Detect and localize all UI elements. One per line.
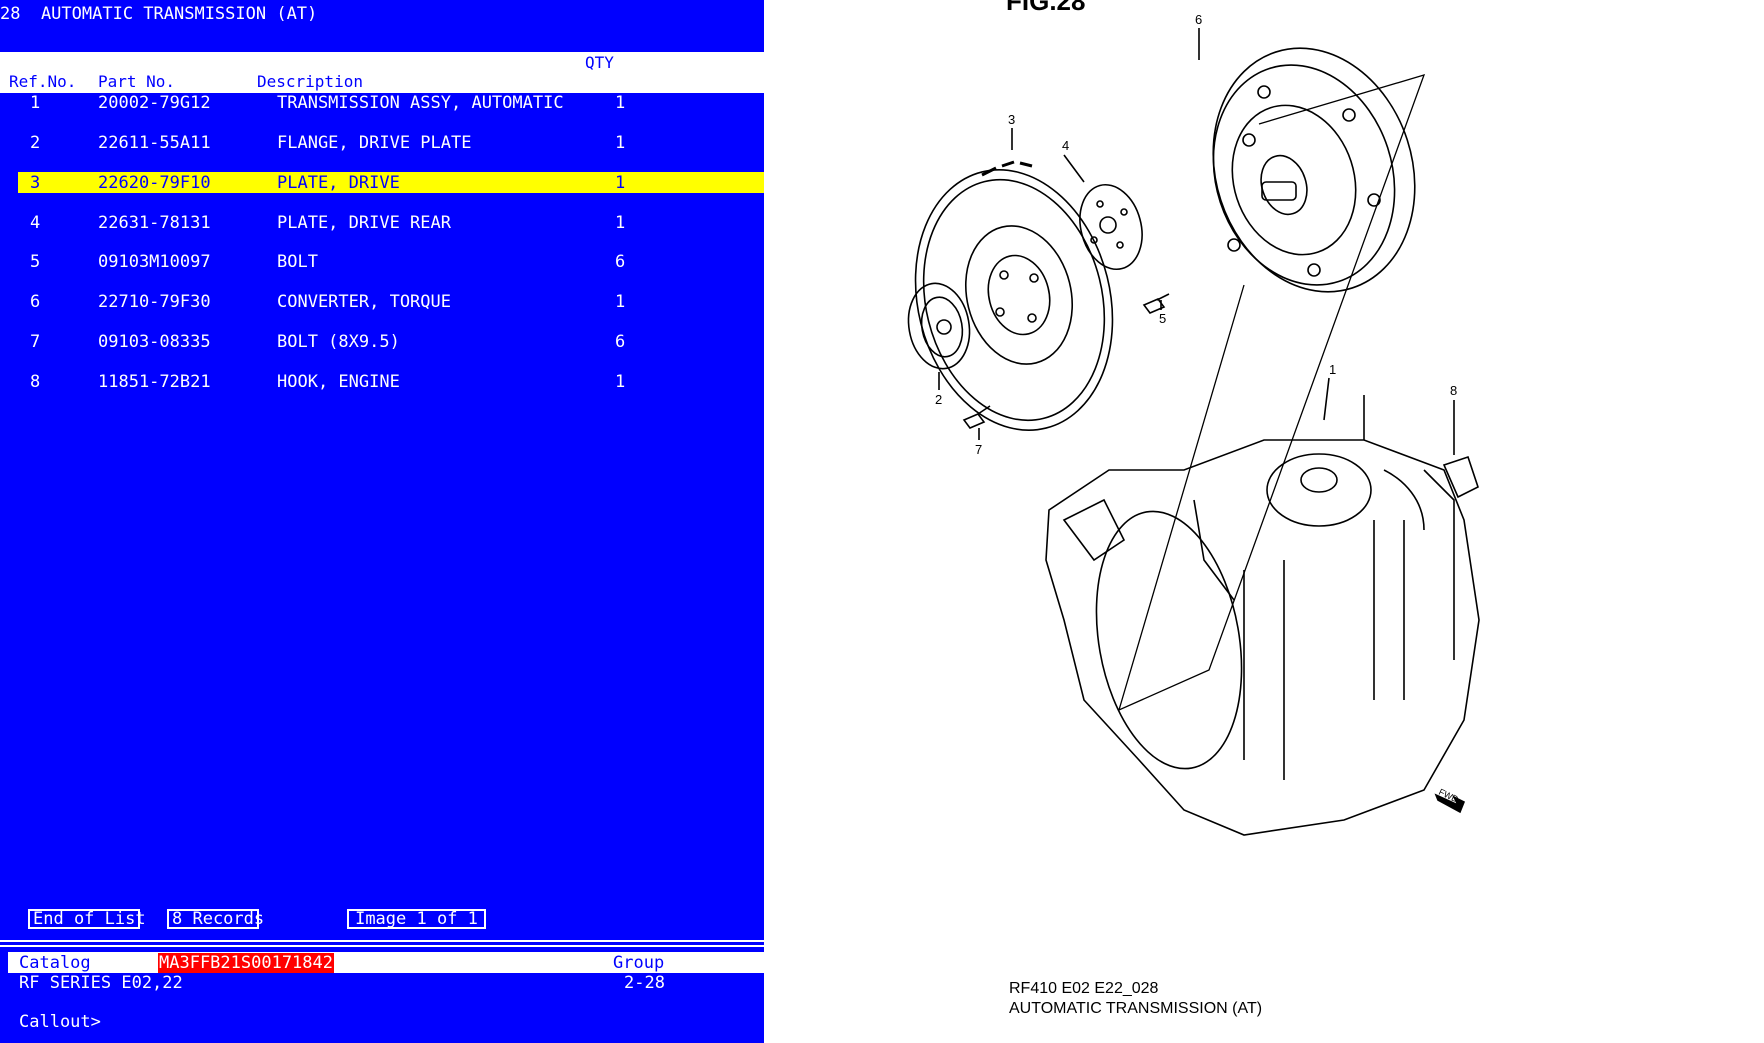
cell-description: BOLT (277, 252, 318, 272)
cell-description: HOOK, ENGINE (277, 372, 400, 392)
catalog-footer: Catalog MA3FFB21S00171842 Group RF SERIE… (0, 940, 764, 1043)
cell-part-no: 11851-72B21 (98, 372, 211, 392)
cell-description: PLATE, DRIVE REAR (277, 213, 451, 233)
engine-hook (1442, 455, 1479, 499)
cell-part-no: 09103-08335 (98, 332, 211, 352)
cell-qty: 1 (615, 213, 626, 233)
table-header: QTY Ref.No. Part No. Description (0, 52, 764, 93)
drive-plate (914, 160, 1114, 431)
header-description: Description (257, 72, 363, 91)
cell-ref: 3 (30, 173, 41, 193)
records-count-badge: 8 Records (167, 909, 264, 929)
cell-part-no: 20002-79G12 (98, 93, 211, 113)
cell-ref: 4 (30, 213, 41, 233)
cell-qty: 1 (615, 292, 626, 312)
window-title: 28 AUTOMATIC TRANSMISSION (AT) (0, 4, 318, 24)
parts-list-panel: 28 AUTOMATIC TRANSMISSION (AT) QTY Ref.N… (0, 0, 764, 1043)
table-row[interactable]: 6 22710-79F30 CONVERTER, TORQUE 1 (0, 291, 764, 312)
cell-description: BOLT (8X9.5) (277, 332, 400, 352)
callout-prompt[interactable]: Callout> (19, 1012, 101, 1032)
torque-converter (1212, 47, 1416, 293)
table-row[interactable]: 5 09103M10097 BOLT 6 (0, 251, 764, 272)
drive-plate-rear (1079, 183, 1143, 271)
cell-part-no: 22620-79F10 (98, 173, 211, 193)
parts-diagram-panel: FIG.28 (764, 0, 1764, 1043)
cell-ref: 7 (30, 332, 41, 352)
cell-description: PLATE, DRIVE (277, 173, 400, 193)
cell-qty: 1 (615, 372, 626, 392)
callout-5[interactable]: 5 (1159, 311, 1166, 326)
table-row[interactable]: 7 09103-08335 BOLT (8X9.5) 6 (0, 331, 764, 352)
end-of-list-badge: End of List (28, 909, 146, 929)
callout-2[interactable]: 2 (935, 392, 942, 407)
diagram-caption-title: AUTOMATIC TRANSMISSION (AT) (1009, 1000, 1263, 1017)
callout-1[interactable]: 1 (1329, 362, 1336, 377)
cell-description: TRANSMISSION ASSY, AUTOMATIC (277, 93, 564, 113)
callout-6[interactable]: 6 (1195, 12, 1202, 27)
image-counter-badge: Image 1 of 1 (347, 909, 486, 929)
callout-7[interactable]: 7 (975, 442, 982, 457)
callout-8[interactable]: 8 (1450, 383, 1457, 398)
cell-description: FLANGE, DRIVE PLATE (277, 133, 472, 153)
fig-title: FIG.28 (1006, 0, 1086, 16)
vin-field[interactable]: MA3FFB21S00171842 (158, 953, 334, 973)
table-row[interactable]: 4 22631-78131 PLATE, DRIVE REAR 1 (0, 212, 764, 233)
cell-qty: 6 (615, 252, 626, 272)
cell-ref: 8 (30, 372, 41, 392)
cell-ref: 5 (30, 252, 41, 272)
cell-qty: 1 (615, 93, 626, 113)
series-text: RF SERIES E02,22 (19, 973, 183, 993)
exploded-diagram: 6 3 4 5 2 7 1 8 FWD (907, 12, 1480, 836)
header-part-no: Part No. (98, 72, 176, 91)
cell-qty: 1 (615, 133, 626, 153)
divider (0, 940, 764, 942)
diagram-caption-code: RF410 E02 E22_028 (1009, 980, 1159, 997)
cell-qty: 6 (615, 332, 626, 352)
callout-3[interactable]: 3 (1008, 112, 1015, 127)
table-row[interactable]: 2 22611-55A11 FLANGE, DRIVE PLATE 1 (0, 132, 764, 153)
divider (0, 945, 764, 947)
cell-ref: 6 (30, 292, 41, 312)
header-ref-no: Ref.No. (9, 72, 77, 91)
cell-ref: 1 (30, 93, 41, 113)
fwd-arrow-icon (1434, 793, 1466, 814)
table-row[interactable]: 8 11851-72B21 HOOK, ENGINE 1 (0, 371, 764, 392)
header-qty: QTY (585, 53, 614, 72)
catalog-bar: Catalog MA3FFB21S00171842 Group (8, 952, 764, 973)
cell-part-no: 22710-79F30 (98, 292, 211, 312)
cell-qty: 1 (615, 173, 626, 193)
cell-description: CONVERTER, TORQUE (277, 292, 451, 312)
bolt-5 (1142, 293, 1170, 314)
group-label: Group (613, 953, 665, 973)
group-value: 2-28 (624, 973, 665, 993)
cell-part-no: 09103M10097 (98, 252, 211, 272)
cell-part-no: 22631-78131 (98, 213, 211, 233)
cell-ref: 2 (30, 133, 41, 153)
bolt-7 (962, 405, 991, 429)
callout-4[interactable]: 4 (1062, 138, 1069, 153)
cell-part-no: 22611-55A11 (98, 133, 211, 153)
transmission-assembly (1045, 395, 1480, 836)
table-row[interactable]: 1 20002-79G12 TRANSMISSION ASSY, AUTOMAT… (0, 92, 764, 113)
drive-plate-flange (907, 282, 971, 370)
catalog-label: Catalog (19, 953, 91, 973)
table-row-selected[interactable]: 3 22620-79F10 PLATE, DRIVE 1 (18, 172, 764, 193)
